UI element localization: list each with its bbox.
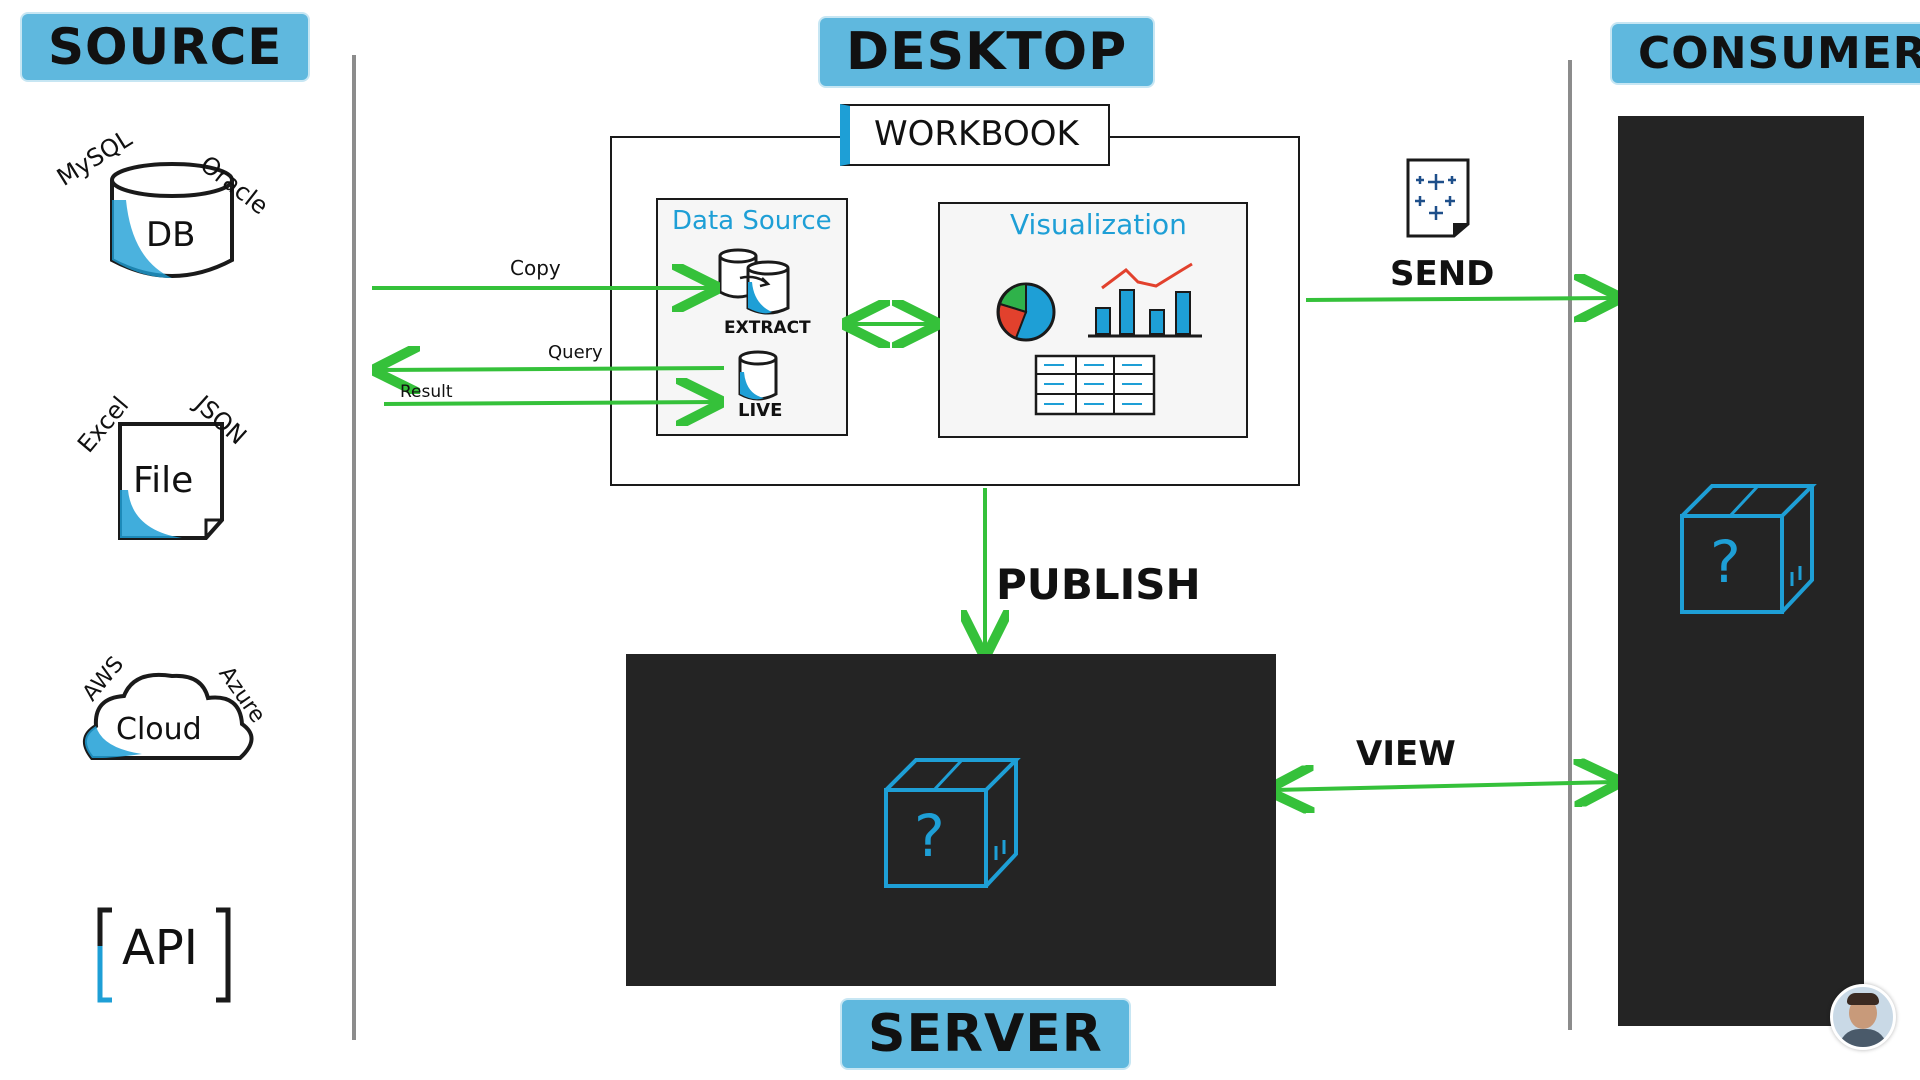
tableau-document-icon xyxy=(1406,158,1470,238)
db-label: DB xyxy=(146,215,196,255)
pie-chart-icon xyxy=(996,282,1056,342)
live-label: LIVE xyxy=(738,400,783,421)
consumer-box-mark: ? xyxy=(1710,528,1741,596)
database-icon xyxy=(110,162,234,278)
api-brackets-icon xyxy=(97,907,231,1003)
file-icon xyxy=(118,422,224,540)
desktop-header: DESKTOP xyxy=(820,18,1154,86)
unknown-box-icon xyxy=(884,758,1021,888)
data-source-title: Data Source xyxy=(672,206,832,236)
server-panel xyxy=(626,654,1276,986)
extract-label: EXTRACT xyxy=(724,318,811,338)
view-arrow xyxy=(1274,782,1614,790)
live-cylinder-icon xyxy=(738,350,778,401)
file-label: File xyxy=(133,460,194,501)
bar-line-chart-icon xyxy=(1088,262,1202,338)
right-divider xyxy=(1568,60,1572,1030)
consumer-panel xyxy=(1618,116,1864,1026)
extract-cylinders-icon xyxy=(718,248,790,315)
unknown-box-icon xyxy=(1680,484,1817,614)
query-label: Query xyxy=(548,342,603,363)
left-divider xyxy=(352,55,356,1040)
api-label: API xyxy=(122,920,198,976)
consumer-header: CONSUMER xyxy=(1612,24,1920,83)
visualization-title: Visualization xyxy=(1010,208,1187,241)
result-label: Result xyxy=(400,382,453,402)
source-header: SOURCE xyxy=(22,14,309,80)
server-box-mark: ? xyxy=(914,802,945,870)
avatar xyxy=(1830,984,1896,1050)
cloud-label: Cloud xyxy=(116,712,202,747)
workbook-label-box xyxy=(840,104,1110,166)
server-header: SERVER xyxy=(842,1000,1129,1068)
cloud-icon xyxy=(83,673,254,760)
publish-label: PUBLISH xyxy=(996,560,1201,609)
view-label: VIEW xyxy=(1356,734,1456,774)
table-icon xyxy=(1034,354,1156,416)
send-label: SEND xyxy=(1390,254,1495,294)
workbook-label: WORKBOOK xyxy=(874,114,1079,154)
copy-label: Copy xyxy=(510,256,561,280)
